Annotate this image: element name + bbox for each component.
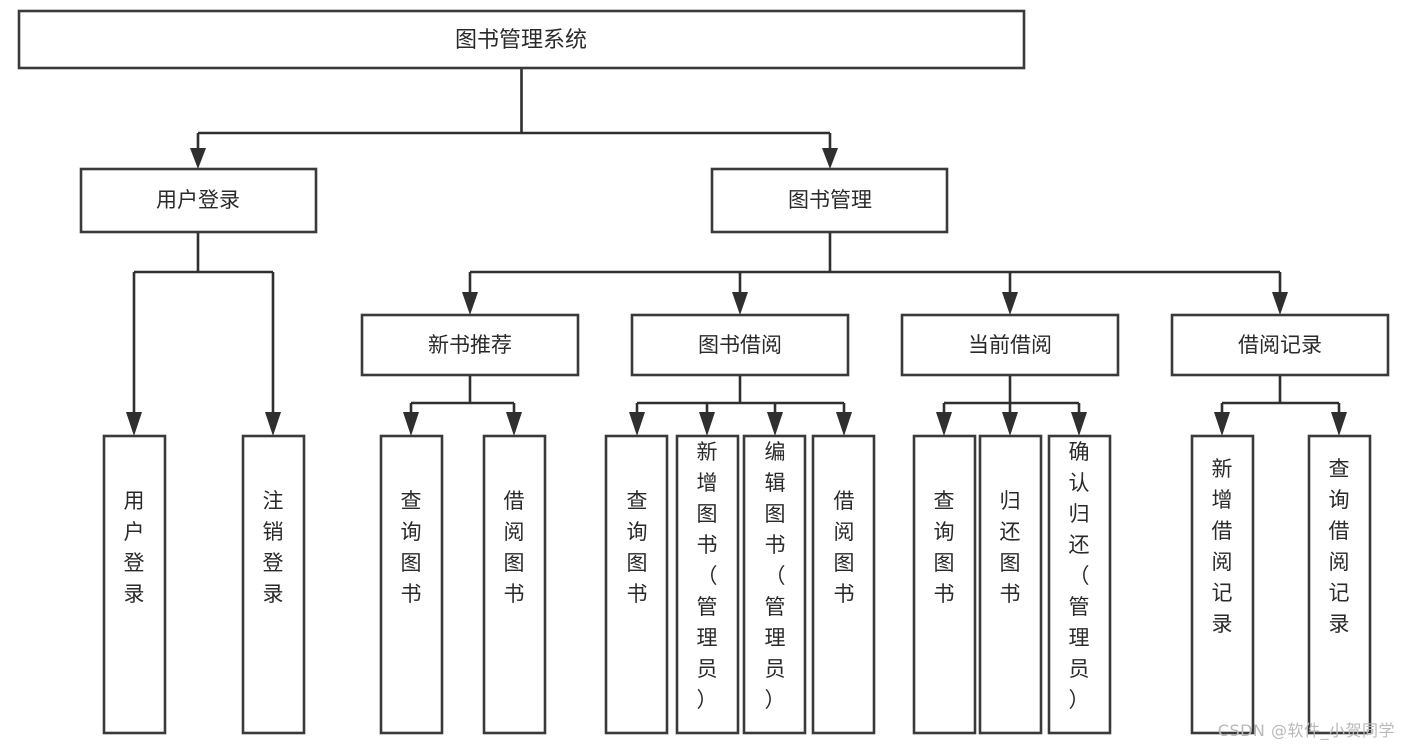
leaf-return-book-label: 归还图书 [1000,489,1021,606]
node-root-label: 图书管理系统 [455,28,587,53]
node-newbook-box[interactable] [360,313,580,377]
arrow-head-bookmgmt [822,148,838,169]
node-record[interactable]: 借阅记录 [1170,313,1390,377]
arrow-head-leaf-query-book-2 [629,412,645,436]
leaf-query-record-box[interactable] [1307,434,1372,735]
leaf-group-newbook: 查询图书 借阅图书 [379,434,547,735]
leaf-borrow-book-1-label: 借阅图书 [504,489,525,606]
leaf-confirm-return-label: 确认归还（管理员） [1069,440,1090,712]
node-bookmgmt-box[interactable] [710,167,949,234]
leaf-return-book-box[interactable] [978,434,1043,735]
node-newbook[interactable]: 新书推荐 [360,313,580,377]
arrow-head-leaf-logout-login [265,412,281,436]
leaf-add-record-box[interactable] [1190,434,1255,735]
leaf-borrow-book-2-label: 借阅图书 [834,489,855,606]
leaf-query-book-2-box[interactable] [604,434,669,735]
node-record-label: 借阅记录 [1238,333,1322,357]
arrow-head-record [1272,292,1288,315]
leaf-user-login-label: 用户登录 [124,489,145,606]
node-borrow[interactable]: 图书借阅 [630,313,850,377]
node-current-box[interactable] [900,313,1120,377]
leaf-add-book-label: 新增图书（管理员） [697,440,718,712]
csdn-watermark: CSDN @软件_小贺同学 [1217,721,1395,740]
leaf-query-book-1-box[interactable] [379,434,444,735]
node-newbook-label: 新书推荐 [428,333,512,357]
node-current-label: 当前借阅 [968,333,1052,357]
connector-group [126,68,1347,436]
arrow-head-leaf-borrow-book-1 [506,412,522,436]
leaf-query-record-label: 查询借阅记录 [1329,457,1350,636]
node-root[interactable]: 图书管理系统 [17,9,1026,70]
arrow-head-login [190,148,206,169]
leaf-group-current: 查询图书 归还图书 确认归还（管理员） [912,434,1112,735]
arrow-head-leaf-borrow-book-2 [836,412,852,436]
node-borrow-box[interactable] [630,313,850,377]
leaf-group-record: 新增借阅记录 查询借阅记录 [1190,434,1372,735]
leaf-add-record-label: 新增借阅记录 [1212,457,1233,636]
leaf-user-login-box[interactable] [102,434,167,735]
leaf-logout-login-box[interactable] [241,434,306,735]
leaf-query-book-1-label: 查询图书 [401,489,422,606]
arrow-head-newbook [462,292,478,315]
arrow-head-leaf-add-book [699,412,715,436]
leaf-query-book-3-label: 查询图书 [934,489,955,606]
leaf-group-login: 用户登录 注销登录 [102,434,306,735]
node-root-box[interactable] [17,9,1026,70]
leaf-borrow-book-1-box[interactable] [482,434,547,735]
leaf-confirm-return-box[interactable] [1047,434,1112,735]
arrow-head-leaf-edit-book [767,412,783,436]
leaf-add-book-box[interactable] [675,434,740,735]
leaf-borrow-book-2-box[interactable] [811,434,876,735]
arrow-head-leaf-user-login [126,412,142,436]
leaf-query-book-2-label: 查询图书 [627,489,648,606]
arrow-head-current [1002,292,1018,315]
leaf-edit-book-label: 编辑图书（管理员） [765,440,786,712]
arrow-head-leaf-query-record [1331,412,1347,436]
arrow-head-leaf-confirm-return [1071,412,1087,436]
arrow-head-borrow [732,292,748,315]
leaf-logout-login-label: 注销登录 [263,489,284,606]
node-bookmgmt[interactable]: 图书管理 [710,167,949,234]
node-login-label: 用户登录 [156,188,240,212]
leaf-edit-book-box[interactable] [742,434,807,735]
node-borrow-label: 图书借阅 [698,333,782,357]
node-current[interactable]: 当前借阅 [900,313,1120,377]
arrow-head-leaf-query-book-1 [403,412,419,436]
arrow-head-leaf-query-book-3 [936,412,952,436]
arrow-head-leaf-return-book [1002,412,1018,436]
leaf-group-borrow: 查询图书 新增图书（管理员） 编辑图书（管理员） 借阅图书 [604,434,876,735]
leaf-query-book-3-box[interactable] [912,434,977,735]
node-record-box[interactable] [1170,313,1390,377]
node-bookmgmt-label: 图书管理 [788,188,872,212]
arrow-head-leaf-add-record [1214,412,1230,436]
node-login-box[interactable] [79,167,318,234]
node-login[interactable]: 用户登录 [79,167,318,234]
